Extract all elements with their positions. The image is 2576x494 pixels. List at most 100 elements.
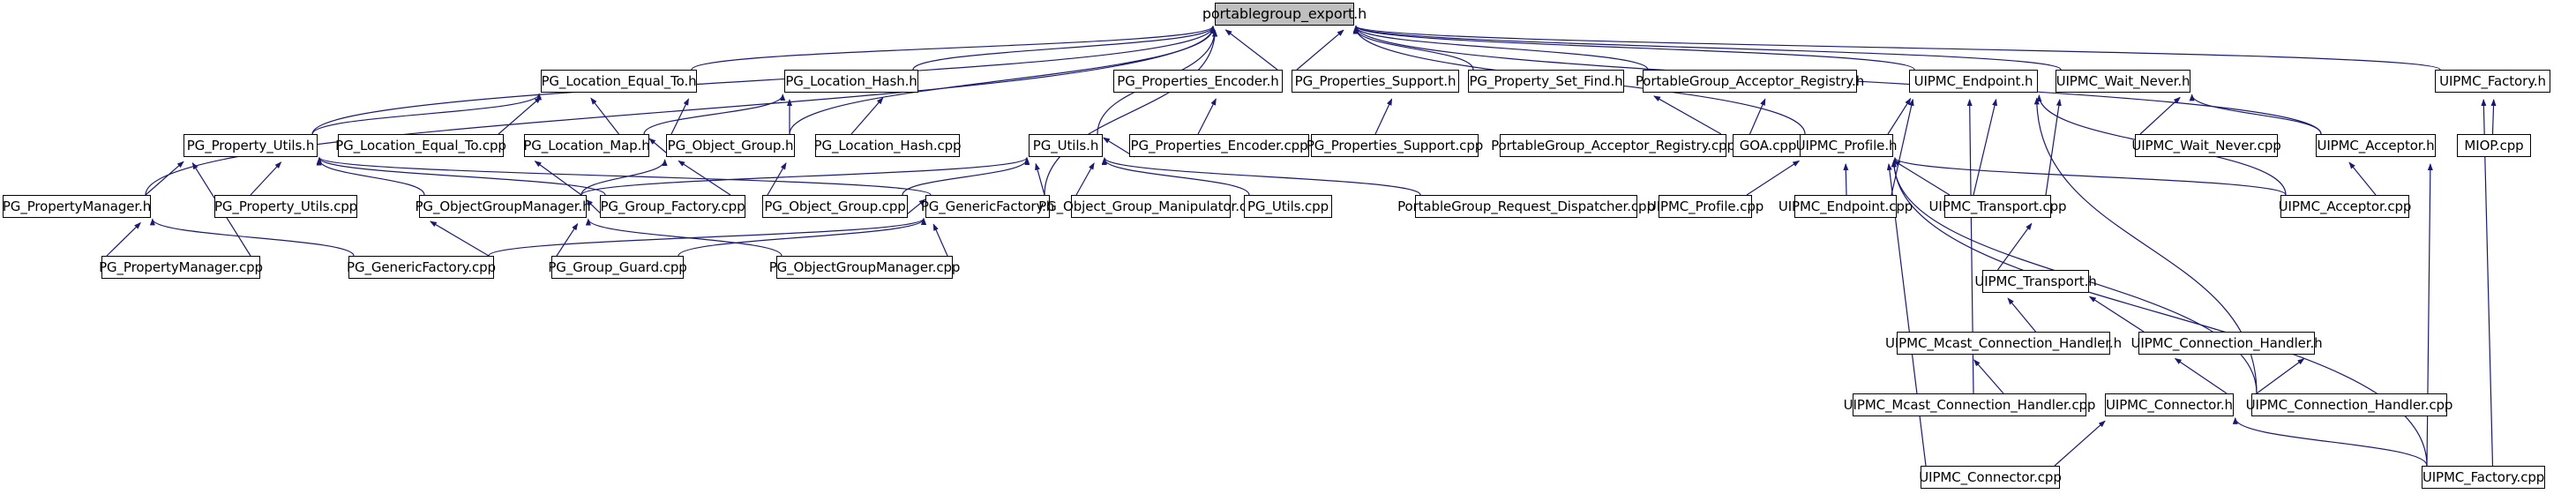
graph-node-utilsCpp[interactable]: PG_Utils.cpp — [1244, 195, 1332, 218]
graph-node-label: PG_PropertyManager.cpp — [99, 258, 263, 275]
graph-edge — [498, 96, 542, 135]
graph-node-label: PG_Property_Utils.cpp — [213, 198, 358, 214]
graph-edge — [2174, 357, 2228, 394]
graph-edge — [2139, 96, 2181, 135]
graph-edge — [1075, 162, 1095, 196]
graph-node-label: PG_Location_Equal_To.h — [541, 72, 697, 89]
graph-node-goaCpp[interactable]: GOA.cpp — [1733, 134, 1803, 157]
graph-node-objGrpManipCpp[interactable]: PG_Object_Group_Manipulator.cpp — [1038, 195, 1263, 218]
graph-edge — [1892, 156, 2287, 196]
graph-edge — [2007, 297, 2036, 333]
graph-node-pgReqDispCpp[interactable]: PortableGroup_Request_Dispatcher.cpp — [1397, 195, 1655, 218]
graph-node-locHashH[interactable]: PG_Location_Hash.h — [784, 70, 918, 93]
graph-node-connHandH[interactable]: UIPMC_Connection_Handler.h — [2130, 332, 2323, 355]
graph-node-uipmcEndpCpp[interactable]: UIPMC_Endpoint.cpp — [1778, 195, 1913, 218]
graph-edge — [850, 97, 884, 135]
graph-node-grpFactCpp[interactable]: PG_Group_Factory.cpp — [600, 195, 745, 218]
graph-node-label: PG_Group_Factory.cpp — [600, 198, 745, 214]
graph-edge — [145, 161, 184, 196]
graph-edge — [250, 161, 282, 196]
graph-edge — [1353, 25, 2062, 71]
graph-node-label: MIOP.cpp — [2464, 137, 2524, 153]
graph-node-connHandCpp[interactable]: UIPMC_Connection_Handler.cpp — [2246, 393, 2452, 416]
graph-edge — [1749, 98, 1766, 135]
graph-node-propSupH[interactable]: PG_Properties_Support.h — [1292, 70, 1459, 93]
graph-node-uipmcEndpH[interactable]: UIPMC_Endpoint.h — [1909, 70, 2038, 93]
graph-node-objGrpMgrCpp[interactable]: PG_ObjectGroupManager.cpp — [769, 256, 960, 279]
graph-edge — [311, 25, 1216, 135]
graph-node-grpGuardCpp[interactable]: PG_Group_Guard.cpp — [548, 256, 687, 279]
graph-edge — [643, 94, 786, 135]
graph-node-root[interactable]: portablegroup_export.h — [1202, 3, 1367, 26]
graph-node-uipmcTransH[interactable]: UIPMC_Transport.h — [1974, 270, 2097, 293]
graph-node-label: PortableGroup_Acceptor_Registry.cpp — [1491, 137, 1735, 153]
graph-edge — [1035, 162, 1045, 196]
graph-node-uipmcTransCpp[interactable]: UIPMC_Transport.cpp — [1929, 195, 2067, 218]
graph-node-label: portablegroup_export.h — [1202, 5, 1367, 22]
graph-node-miopCpp[interactable]: MIOP.cpp — [2457, 134, 2531, 157]
graph-node-uipmcAcceptH[interactable]: UIPMC_Acceptor.h — [2316, 134, 2436, 157]
graph-node-label: UIPMC_Mcast_Connection_Handler.cpp — [1843, 396, 2096, 413]
graph-node-propMgrH[interactable]: PG_PropertyManager.h — [3, 195, 151, 218]
graph-node-factCpp[interactable]: UIPMC_Factory.cpp — [2422, 466, 2545, 489]
graph-node-genFactH[interactable]: PG_GenericFactory.h — [921, 195, 1054, 218]
graph-edge — [1892, 160, 1951, 196]
graph-node-utilsH[interactable]: PG_Utils.h — [1029, 134, 1103, 157]
graph-edge — [317, 157, 606, 196]
graph-node-label: PG_Location_Map.h — [523, 137, 650, 153]
graph-node-label: PG_Utils.cpp — [1247, 198, 1329, 214]
graph-node-propSetFindH[interactable]: PG_Property_Set_Find.h — [1468, 70, 1624, 93]
graph-node-locEqH[interactable]: PG_Location_Equal_To.h — [541, 70, 697, 93]
graph-node-locEqCpp[interactable]: PG_Location_Equal_To.cpp — [335, 134, 506, 157]
graph-node-objGrpMgrH[interactable]: PG_ObjectGroupManager.h — [415, 195, 591, 218]
graph-node-uipmcFactH[interactable]: UIPMC_Factory.h — [2435, 70, 2550, 93]
graph-edge — [1296, 29, 1344, 71]
graph-node-propSupCpp[interactable]: PG_Properties_Support.cpp — [1307, 134, 1483, 157]
graph-node-propEncCpp[interactable]: PG_Properties_Encoder.cpp — [1129, 134, 1309, 157]
graph-node-uipmcWaitNevH[interactable]: UIPMC_Wait_Never.h — [2056, 70, 2190, 93]
graph-edge — [2045, 98, 2062, 196]
graph-node-genFactCpp[interactable]: PG_GenericFactory.cpp — [347, 256, 496, 279]
graph-node-objGrpCpp[interactable]: PG_Object_Group.cpp — [762, 195, 908, 218]
graph-edge — [1374, 98, 1393, 135]
graph-edge — [317, 156, 932, 196]
graph-node-mcastConnCpp[interactable]: UIPMC_Mcast_Connection_Handler.cpp — [1844, 393, 2095, 416]
graph-node-label: PG_PropertyManager.h — [2, 198, 152, 214]
graph-node-uipmcProfCpp[interactable]: UIPMC_Profile.cpp — [1647, 195, 1764, 218]
graph-node-locMapH[interactable]: PG_Location_Map.h — [523, 134, 650, 157]
graph-node-locHashCpp[interactable]: PG_Location_Hash.cpp — [814, 134, 962, 157]
graph-edge — [678, 218, 926, 257]
graph-node-uipmcProfH[interactable]: UIPMC_Profile.h — [1796, 134, 1897, 157]
graph-node-pgAcctRegH[interactable]: PortableGroup_Acceptor_Registry.h — [1636, 70, 1864, 93]
graph-node-label: PG_ObjectGroupManager.cpp — [768, 258, 961, 275]
graph-node-label: PG_Utils.h — [1032, 137, 1099, 153]
graph-node-mcastConnH[interactable]: UIPMC_Mcast_Connection_Handler.h — [1885, 332, 2122, 355]
graph-node-label: PG_Object_Group_Manipulator.cpp — [1038, 198, 1263, 214]
graph-node-label: UIPMC_Transport.h — [1974, 273, 2097, 289]
graph-edge — [534, 161, 582, 196]
graph-node-uipmcAcceptCpp[interactable]: UIPMC_Acceptor.cpp — [2279, 195, 2411, 218]
graph-node-connectorCpp[interactable]: UIPMC_Connector.cpp — [1919, 466, 2062, 489]
graph-node-label: UIPMC_Endpoint.h — [1913, 72, 2033, 89]
graph-edge — [1973, 359, 2004, 394]
graph-edge — [912, 26, 1216, 71]
graph-node-propUtilsH[interactable]: PG_Property_Utils.h — [183, 134, 318, 157]
graph-node-pgAcctRegCpp[interactable]: PortableGroup_Acceptor_Registry.cpp — [1491, 134, 1735, 157]
graph-edge — [1973, 98, 1997, 196]
graph-node-label: PG_Object_Group.h — [667, 137, 794, 153]
graph-edge — [1997, 222, 2033, 271]
graph-node-connectorH[interactable]: UIPMC_Connector.h — [2105, 393, 2234, 416]
graph-edge — [2088, 296, 2145, 333]
graph-edge — [678, 160, 731, 196]
graph-node-uipmcWaitNevCpp[interactable]: UIPMC_Wait_Never.cpp — [2131, 134, 2281, 157]
graph-node-label: PG_Location_Equal_To.cpp — [335, 137, 506, 153]
graph-edge — [2232, 416, 2428, 467]
graph-node-propUtilsCpp[interactable]: PG_Property_Utils.cpp — [214, 195, 357, 218]
graph-node-label: PG_Object_Group.cpp — [764, 198, 906, 214]
graph-node-propMgrCpp[interactable]: PG_PropertyManager.cpp — [99, 256, 263, 279]
graph-node-objGrpH[interactable]: PG_Object_Group.h — [666, 134, 795, 157]
graph-edge — [590, 97, 619, 135]
graph-edge — [1746, 160, 1801, 196]
graph-node-propEncH[interactable]: PG_Properties_Encoder.h — [1113, 70, 1283, 93]
